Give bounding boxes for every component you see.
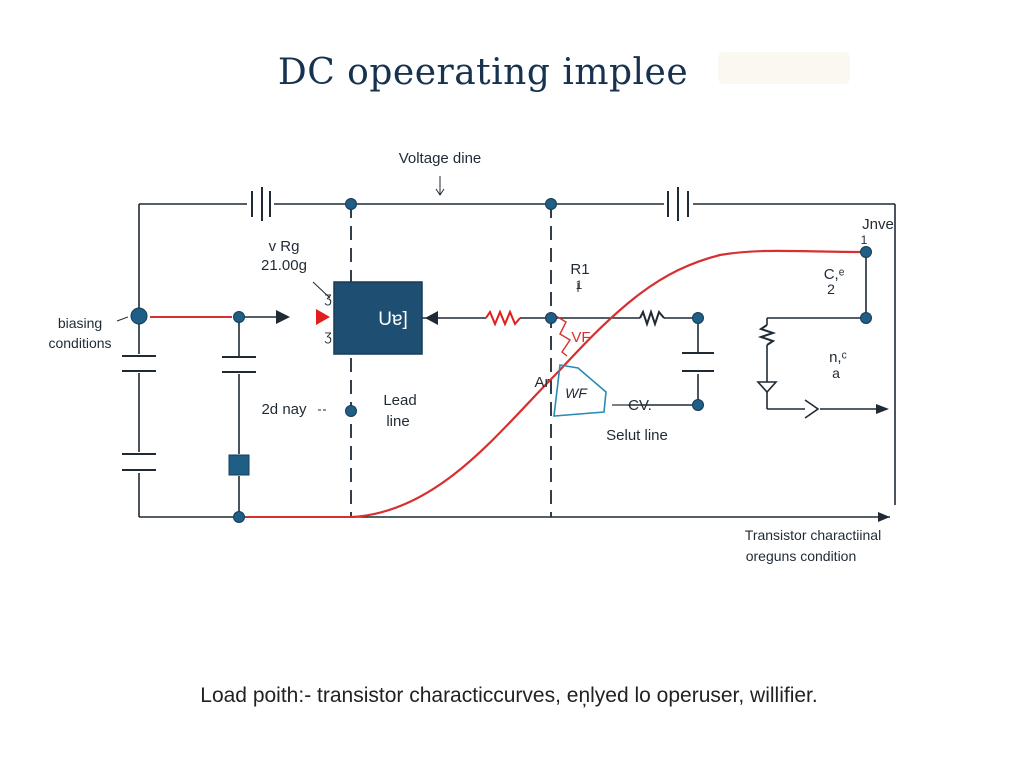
capacitor-left-upper xyxy=(122,355,156,372)
voltage-line-pointer-head xyxy=(435,188,445,196)
node-top-left xyxy=(345,198,357,210)
diagram-title: DC opeerating implee xyxy=(277,52,689,93)
node-load-line xyxy=(345,405,357,417)
resistor-right-horizontal xyxy=(639,308,665,328)
right-output-arrow xyxy=(876,404,889,414)
wire-arrows xyxy=(116,176,890,522)
n2-label-line2: a xyxy=(832,365,840,381)
capacitors xyxy=(122,187,714,471)
capacitor-top-left xyxy=(251,187,271,221)
node-right-block xyxy=(860,312,872,324)
bottom-rail-arrow xyxy=(878,512,890,522)
footer-label-line1: Transistor charactiinal xyxy=(745,527,881,543)
biasing-label-line1: biasing xyxy=(58,315,102,331)
transistor-output-arrow xyxy=(425,311,438,325)
c2-label-line1: C,ᵉ xyxy=(824,266,845,283)
jnve-label: Jnve xyxy=(862,216,894,233)
load-line-label-line2: line xyxy=(386,413,409,430)
node-bottom-left xyxy=(233,511,245,523)
node-top-mid xyxy=(545,198,557,210)
node-mid-left xyxy=(233,311,245,323)
selut-line-label: Selut line xyxy=(606,427,668,444)
capacitor-right xyxy=(682,352,714,372)
node-left-input xyxy=(130,307,148,325)
capacitor-mid xyxy=(222,356,256,373)
resistor-right-vertical xyxy=(757,324,777,346)
node-right-cap-bottom xyxy=(692,399,704,411)
transistor-label: Uɐ] xyxy=(378,309,408,330)
dashed-lines xyxy=(350,204,552,517)
input-arrow-red xyxy=(316,309,330,325)
diode-symbol xyxy=(756,381,778,394)
footer-label-line2: oreguns condition xyxy=(746,548,857,564)
small-component xyxy=(228,454,250,476)
title-smudge xyxy=(718,52,850,84)
node-jnve xyxy=(860,246,872,258)
resistor-red xyxy=(485,309,521,327)
node-right-cap-top xyxy=(692,312,704,324)
transistor-characteristic-curve xyxy=(351,249,867,519)
capacitor-top-right xyxy=(667,187,689,221)
biasing-label-line2: conditions xyxy=(48,335,111,351)
r1-sub-label: 1 xyxy=(576,278,583,292)
vf-label: VF xyxy=(571,329,590,346)
vrg-label-line2: 21.00g xyxy=(261,257,307,274)
r1-label: R1 xyxy=(570,261,589,278)
diagram-caption: Load poith:- transistor characticcurves,… xyxy=(200,684,818,707)
capacitor-left-lower xyxy=(122,453,156,471)
nodes xyxy=(130,198,872,523)
transistor-pin-bottom: Ʒ xyxy=(324,330,331,344)
ar-label: Ar xyxy=(535,374,550,391)
transistor-block xyxy=(333,281,423,355)
right-output-chevron xyxy=(804,399,820,419)
jnve-sub-label: 1 xyxy=(861,233,868,247)
vrg-pointer xyxy=(312,281,331,299)
cv-label: CV. xyxy=(628,397,652,414)
vrg-label-line1: v Rg xyxy=(269,238,300,255)
n2-label-line1: n,ᶜ xyxy=(829,349,847,366)
wf-region xyxy=(553,364,607,417)
vf-zigzag xyxy=(555,315,571,357)
c2-label-line2: 2 xyxy=(827,281,835,297)
wf-label: WF xyxy=(565,385,588,401)
biasing-pointer xyxy=(116,316,129,322)
labels: Voltage dine biasing conditions v Rg 21.… xyxy=(48,150,893,564)
transistor-pin-top: Ʒ xyxy=(324,292,331,306)
node-operating xyxy=(545,312,557,324)
input-arrow-dark xyxy=(276,310,290,324)
voltage-line-label: Voltage dine xyxy=(399,150,482,167)
day-label: 2d nay xyxy=(261,401,307,418)
load-line-label-line1: Lead xyxy=(383,392,416,409)
